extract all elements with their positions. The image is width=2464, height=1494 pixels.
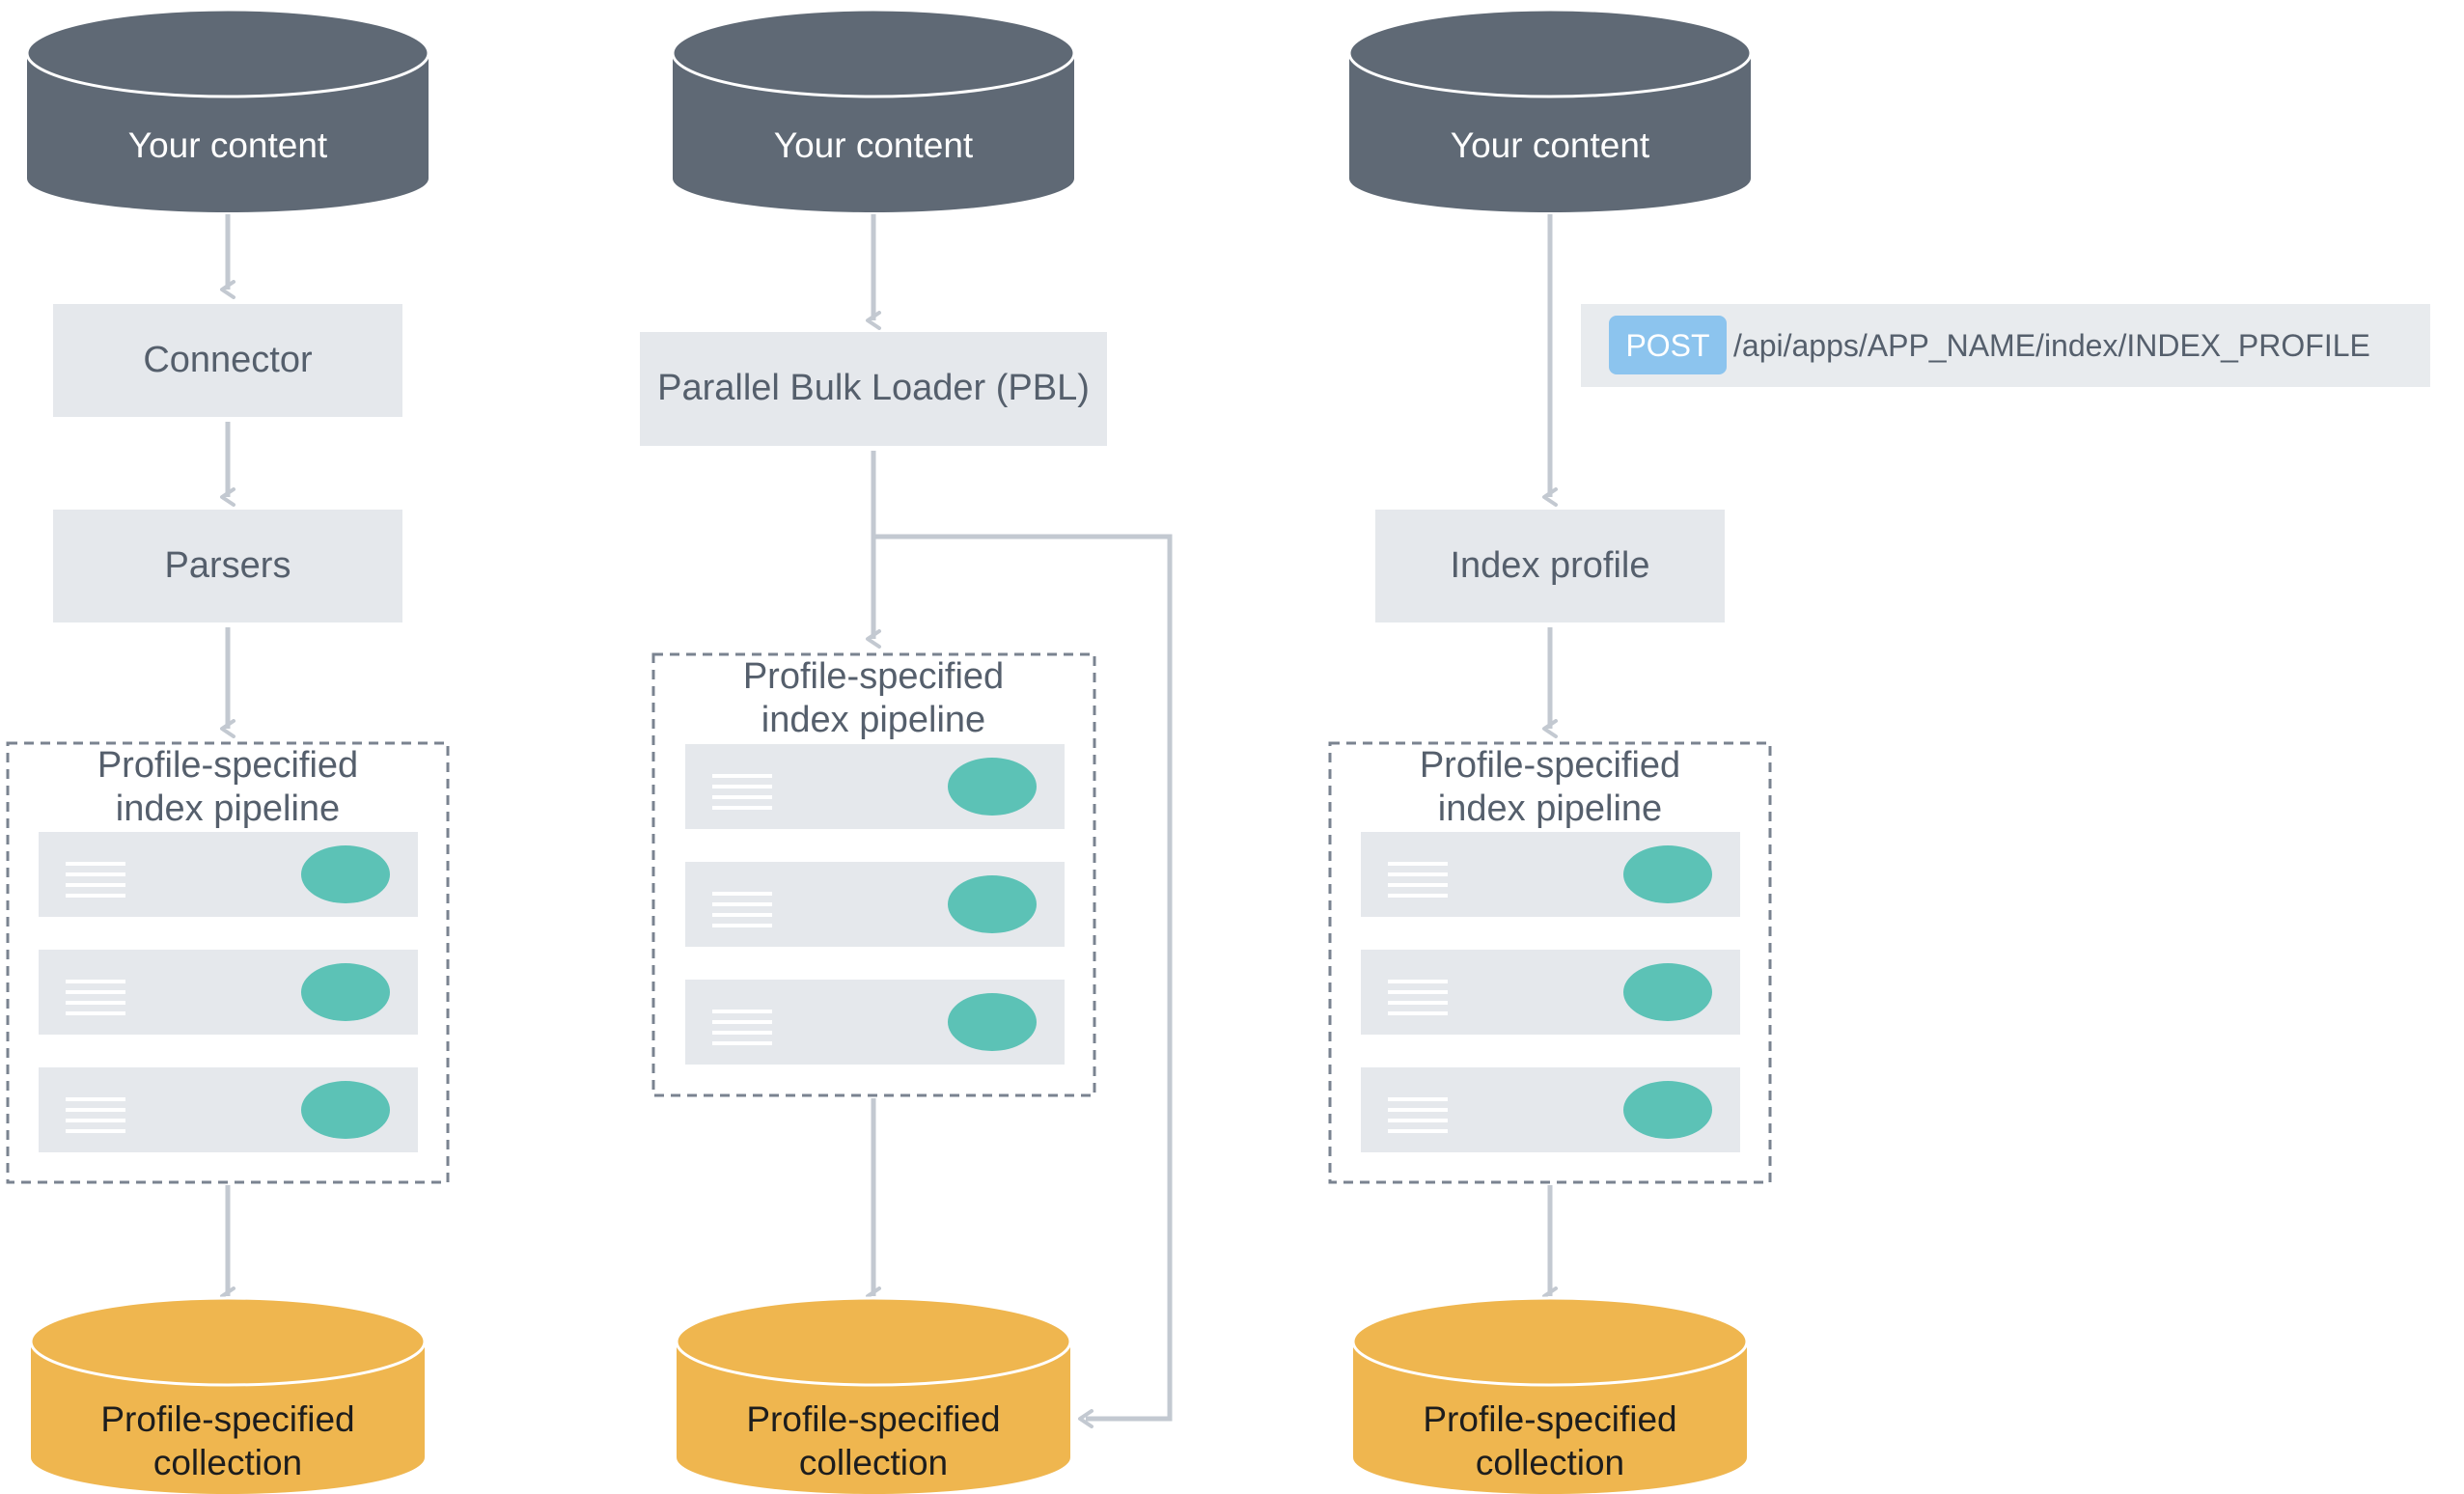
list-lines-icon [1388,980,1448,1015]
endpoint-path: /api/apps/APP_NAME/index/INDEX_PROFILE [1733,328,2370,363]
index-pipeline: Profile-specified index pipeline [651,652,1096,1097]
toggle-oval [1623,845,1712,903]
step-label: Index profile [1450,545,1649,586]
pipeline-stage [1361,950,1740,1035]
target-collection: Profile-specified collection [29,1296,427,1494]
index-profile-step: Index profile [1375,510,1725,622]
post-method-label: POST [1625,328,1709,363]
step-label: Parsers [165,545,291,586]
column-index-profile-flow: Your content POST /api/apps/APP_NAME/ind… [1328,8,2430,1494]
toggle-oval [1623,1081,1712,1139]
pipeline-title-line1: Profile-specified [97,745,358,786]
target-label-line2: collection [1476,1443,1624,1482]
pbl-step: Parallel Bulk Loader (PBL) [640,332,1107,446]
pipeline-title-line2: index pipeline [116,788,340,829]
bypass-arrow [873,534,1173,1428]
target-label-line1: Profile-specified [1423,1399,1676,1439]
list-lines-icon [66,1097,125,1133]
pipeline-stage [39,1067,418,1152]
list-lines-icon [712,774,772,810]
pipeline-title-line1: Profile-specified [1420,745,1680,786]
pipeline-stage [39,950,418,1035]
column-connector-flow: Your content Connector Parsers Profile-s… [6,8,450,1494]
source-label: Your content [774,125,974,165]
step-label: Connector [143,340,313,380]
source-database: Your content [1347,8,1753,212]
pipeline-title-line2: index pipeline [761,700,985,740]
pipeline-stage [685,744,1065,829]
toggle-oval [1623,963,1712,1021]
list-lines-icon [66,862,125,898]
toggle-oval [301,963,390,1021]
toggle-oval [948,758,1037,816]
column-pbl-flow: Your content Parallel Bulk Loader (PBL) … [640,8,1173,1494]
pipeline-title-line1: Profile-specified [743,656,1004,697]
pipeline-stage [1361,1067,1740,1152]
pipeline-stage [685,862,1065,947]
list-lines-icon [712,1010,772,1045]
parsers-step: Parsers [53,510,402,622]
target-label-line2: collection [799,1443,948,1482]
post-badge [1609,316,1727,374]
index-pipeline: Profile-specified index pipeline [1328,741,1772,1184]
list-lines-icon [1388,862,1448,898]
list-lines-icon [1388,1097,1448,1133]
target-label-line1: Profile-specified [100,1399,354,1439]
source-database: Your content [25,8,430,212]
pipeline-stage [39,832,418,917]
source-label: Your content [1451,125,1650,165]
pipeline-stage [1361,832,1740,917]
target-collection: Profile-specified collection [1351,1296,1749,1494]
source-database: Your content [671,8,1076,212]
toggle-oval [948,993,1037,1051]
connector-step: Connector [53,304,402,417]
toggle-oval [301,845,390,903]
api-call: POST /api/apps/APP_NAME/index/INDEX_PROF… [1581,304,2430,387]
list-lines-icon [66,980,125,1015]
source-label: Your content [128,125,328,165]
target-label-line2: collection [153,1443,302,1482]
list-lines-icon [712,892,772,927]
index-pipeline: Profile-specified index pipeline [6,741,450,1184]
target-collection: Profile-specified collection [675,1296,1072,1494]
target-label-line1: Profile-specified [746,1399,1000,1439]
toggle-oval [301,1081,390,1139]
pipeline-stage [685,980,1065,1065]
toggle-oval [948,875,1037,933]
step-label: Parallel Bulk Loader (PBL) [657,368,1090,408]
pipeline-title-line2: index pipeline [1438,788,1662,829]
